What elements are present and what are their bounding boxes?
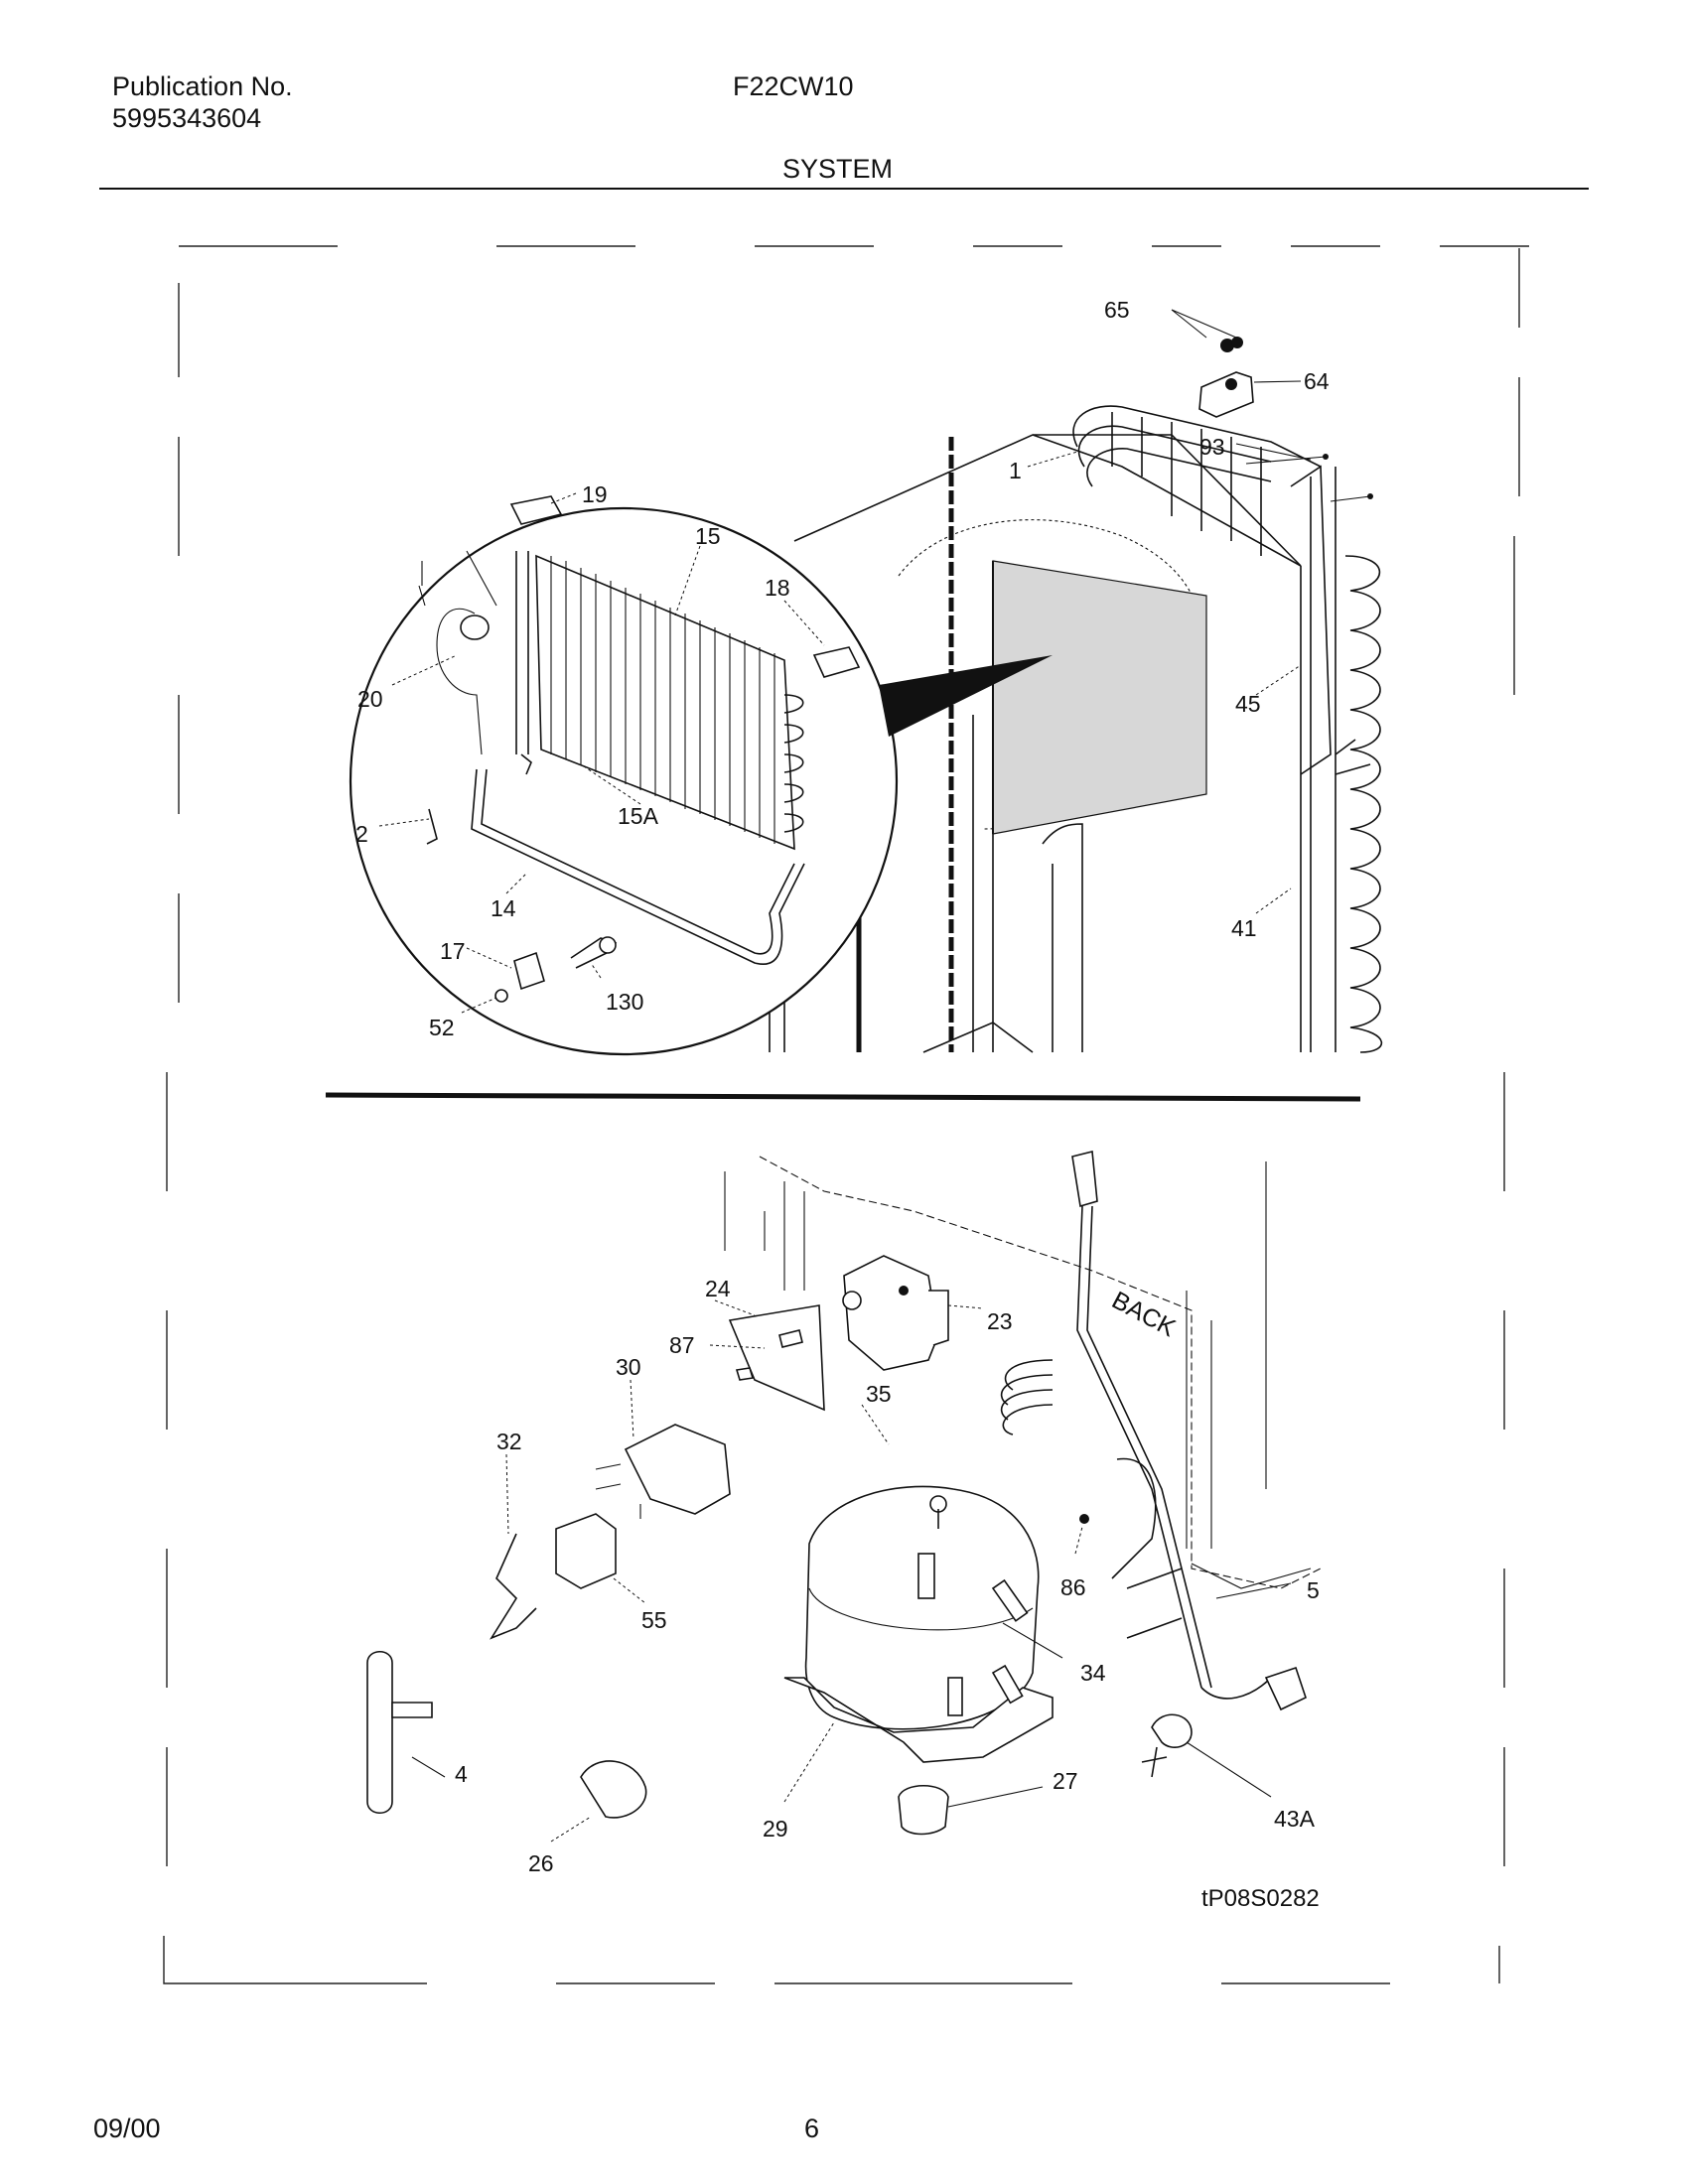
publication-label: Publication No. — [112, 71, 293, 101]
callout-87: 87 — [669, 1332, 695, 1358]
compressor — [783, 1485, 1054, 1763]
section-title: SYSTEM — [782, 154, 894, 184]
callout-43A: 43A — [1274, 1806, 1316, 1832]
footer-date: 09/00 — [93, 2114, 161, 2143]
callout-14: 14 — [491, 895, 516, 921]
callout-130: 130 — [606, 989, 643, 1015]
evaporator-detail-circle — [349, 495, 1053, 1056]
callout-15: 15 — [695, 523, 721, 549]
defrost-timer — [728, 1255, 949, 1412]
drain-clip-assembly — [1198, 337, 1373, 502]
callout-30: 30 — [616, 1354, 641, 1380]
callout-24: 24 — [705, 1276, 731, 1301]
small-parts — [366, 1650, 1193, 1836]
callout-15A: 15A — [618, 803, 659, 829]
publication-number: 5995343604 — [112, 103, 262, 133]
callout-26: 26 — [528, 1850, 554, 1876]
callout-86: 86 — [1060, 1574, 1086, 1600]
callout-17: 17 — [440, 938, 466, 964]
callout-18: 18 — [765, 575, 790, 601]
callout-labels: 65 64 93 1 19 15 18 20 15A 2 14 17 130 5… — [355, 297, 1330, 1876]
callout-27: 27 — [1053, 1768, 1078, 1794]
callout-93: 93 — [1199, 434, 1225, 460]
callout-65: 65 — [1104, 297, 1130, 323]
diagram-frame — [163, 245, 1529, 1984]
back-label: BACK — [1107, 1287, 1181, 1343]
figure-code: tP08S0282 — [1201, 1885, 1320, 1912]
callout-20: 20 — [357, 686, 383, 712]
condenser-coil — [1072, 405, 1383, 1053]
callout-41: 41 — [1231, 915, 1257, 941]
callout-5: 5 — [1307, 1577, 1320, 1603]
callout-4: 4 — [455, 1761, 468, 1787]
section-divider — [325, 1092, 1361, 1102]
callout-45: 45 — [1235, 691, 1261, 717]
callout-64: 64 — [1304, 368, 1330, 394]
callout-2: 2 — [355, 821, 368, 847]
footer-page-number: 6 — [804, 2114, 820, 2143]
header-rule — [99, 188, 1589, 190]
model-number: F22CW10 — [733, 71, 854, 101]
callout-55: 55 — [641, 1607, 667, 1633]
callout-23: 23 — [987, 1308, 1013, 1334]
compressor-compartment — [724, 1156, 1322, 1589]
power-cord-and-harness — [1000, 1150, 1307, 1711]
callout-35: 35 — [866, 1381, 892, 1407]
relay-and-overload — [490, 1424, 731, 1640]
callout-19: 19 — [582, 481, 608, 507]
callout-1: 1 — [1009, 458, 1022, 483]
callout-29: 29 — [763, 1816, 788, 1842]
callout-32: 32 — [496, 1429, 522, 1454]
evaporator-view-window — [898, 519, 1207, 835]
callout-52: 52 — [429, 1015, 455, 1040]
callout-34: 34 — [1080, 1660, 1106, 1686]
leader-lines — [378, 309, 1312, 1843]
